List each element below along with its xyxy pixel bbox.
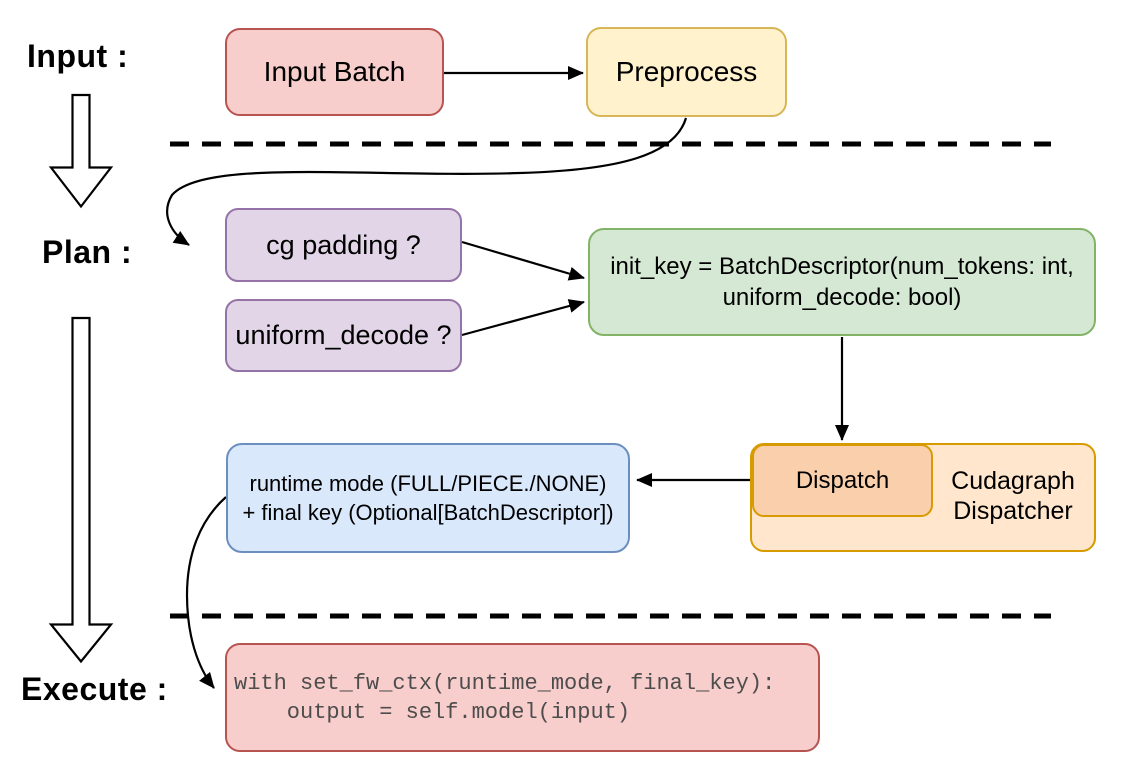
stage-arrow-input-to-plan xyxy=(48,93,114,209)
node-cudagraph-dispatcher-label: Cudagraph Dispatcher xyxy=(933,466,1093,526)
cudagraph-label-line2: Dispatcher xyxy=(953,497,1073,525)
arrow-cg-padding-to-init-key xyxy=(461,240,585,281)
node-dispatch: Dispatch xyxy=(752,444,933,517)
stage-arrow-plan-to-execute xyxy=(48,316,114,664)
arrow-runtime-mode-to-execute-code xyxy=(185,496,227,689)
node-cg-padding: cg padding ? xyxy=(225,208,462,282)
cudagraph-label-line1: Cudagraph xyxy=(951,467,1075,495)
node-uniform-decode-label: uniform_decode ? xyxy=(235,320,452,350)
node-init-key: init_key = BatchDescriptor(num_tokens: i… xyxy=(588,228,1096,336)
stage-label-plan: Plan : xyxy=(42,234,133,270)
node-preprocess: Preprocess xyxy=(586,27,787,117)
node-init-key-line2: uniform_decode: bool) xyxy=(722,284,962,311)
node-runtime-mode-line1: runtime mode (FULL/PIECE./NONE) xyxy=(249,471,607,496)
node-preprocess-label: Preprocess xyxy=(615,56,758,87)
node-cg-padding-label: cg padding ? xyxy=(266,229,421,260)
arrow-uniform-decode-to-init-key xyxy=(461,299,585,337)
node-dispatch-label: Dispatch xyxy=(795,466,890,494)
execute-code-line2: output = self.model(input) xyxy=(234,699,631,725)
execute-code-line1: with set_fw_ctx(runtime_mode, final_key)… xyxy=(234,670,776,696)
stage-label-input: Input : xyxy=(27,38,129,74)
node-uniform-decode: uniform_decode ? xyxy=(225,299,462,372)
node-input-batch: Input Batch xyxy=(225,28,444,116)
node-input-batch-label: Input Batch xyxy=(263,56,406,87)
node-execute-code: with set_fw_ctx(runtime_mode, final_key)… xyxy=(225,643,820,752)
stage-label-execute: Execute : xyxy=(21,671,168,707)
node-runtime-mode-line2: + final key (Optional[BatchDescriptor]) xyxy=(242,500,614,525)
node-init-key-line1: init_key = BatchDescriptor(num_tokens: i… xyxy=(610,253,1074,280)
node-runtime-mode: runtime mode (FULL/PIECE./NONE) + final … xyxy=(226,443,630,553)
